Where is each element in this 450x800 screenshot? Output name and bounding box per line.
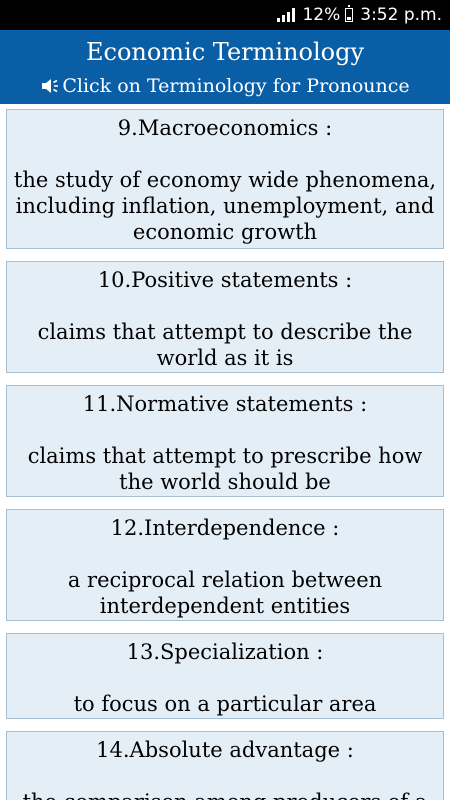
term-card-normative-statements[interactable]: 11.Normative statements : claims that at… xyxy=(6,385,444,497)
term-card-absolute-advantage[interactable]: 14.Absolute advantage : the comparison a… xyxy=(6,731,444,800)
term-title: 9.Macroeconomics : xyxy=(117,116,333,140)
term-title: 13.Specialization : xyxy=(126,640,324,664)
status-time: 3:52 p.m. xyxy=(360,5,442,25)
pronounce-hint: Click on Terminology for Pronounce xyxy=(0,72,450,100)
app-header: Economic Terminology Click on Terminolog… xyxy=(0,30,450,104)
term-definition: claims that attempt to describe the worl… xyxy=(37,320,413,370)
term-title: 12.Interdependence : xyxy=(110,516,340,540)
term-card-macroeconomics[interactable]: 9.Macroeconomics : the study of economy … xyxy=(6,109,444,249)
term-definition: to focus on a particular area xyxy=(73,692,377,716)
term-title: 14.Absolute advantage : xyxy=(96,738,354,762)
term-title: 10.Positive statements : xyxy=(97,268,353,292)
page-title: Economic Terminology xyxy=(85,38,365,66)
speaker-icon xyxy=(42,79,59,93)
term-definition: the study of economy wide phenomena, inc… xyxy=(13,168,437,244)
battery-percent: 12% xyxy=(302,5,341,25)
term-definition: claims that attempt to prescribe how the… xyxy=(27,444,423,494)
term-definition: a reciprocal relation between interdepen… xyxy=(67,568,383,618)
battery-icon xyxy=(345,5,354,22)
pronounce-hint-text: Click on Terminology for Pronounce xyxy=(62,75,410,97)
term-definition: the comparison among producers of a xyxy=(7,789,443,800)
term-card-interdependence[interactable]: 12.Interdependence : a reciprocal relati… xyxy=(6,509,444,621)
signal-icon xyxy=(277,8,296,22)
term-card-specialization[interactable]: 13.Specialization : to focus on a partic… xyxy=(6,633,444,719)
term-card-positive-statements[interactable]: 10.Positive statements : claims that att… xyxy=(6,261,444,373)
status-bar: 12% 3:52 p.m. xyxy=(0,0,450,30)
term-title: 11.Normative statements : xyxy=(82,392,368,416)
